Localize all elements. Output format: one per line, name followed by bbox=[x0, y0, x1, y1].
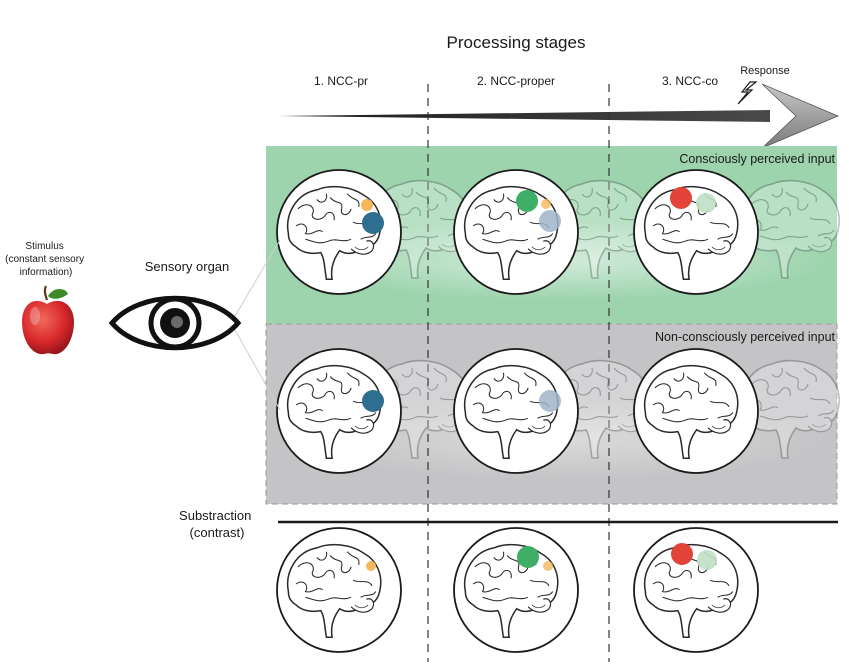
stage-label-ncc-pr: 1. NCC-pr bbox=[314, 74, 368, 88]
light-green-marker bbox=[697, 550, 717, 570]
eye-cone bbox=[234, 239, 281, 411]
eye-icon bbox=[108, 295, 242, 351]
brain-nonconscious-stage3 bbox=[633, 348, 759, 474]
stimulus-label: Stimulus (constant sensory information) bbox=[5, 241, 87, 278]
subtraction-label-line1: Substraction bbox=[179, 508, 251, 523]
apple-icon bbox=[22, 285, 74, 355]
orange-marker bbox=[543, 561, 553, 571]
red-marker bbox=[671, 543, 693, 565]
lightning-icon bbox=[737, 81, 758, 105]
orange-marker bbox=[366, 561, 376, 571]
light-blue-marker bbox=[539, 390, 561, 412]
brain-conscious-stage1 bbox=[276, 169, 402, 295]
stimulus-line2: (constant sensory bbox=[5, 254, 84, 265]
stage-label-ncc-co: 3. NCC-co bbox=[662, 74, 718, 88]
brain-nonconscious-stage2 bbox=[453, 348, 579, 474]
sensory-organ-label: Sensory organ bbox=[145, 259, 230, 274]
brain-nonconscious-stage1 bbox=[276, 348, 402, 474]
subtraction-label: Substraction (contrast) bbox=[179, 508, 255, 540]
green-marker bbox=[516, 190, 538, 212]
orange-marker bbox=[541, 199, 551, 209]
subtraction-label-line2: (contrast) bbox=[190, 525, 245, 540]
light-blue-marker bbox=[539, 210, 561, 232]
processing-arrow bbox=[278, 83, 840, 149]
brain-conscious-stage2 bbox=[453, 169, 579, 295]
blue-marker bbox=[362, 212, 384, 234]
diagram-title: Processing stages bbox=[447, 33, 586, 52]
stimulus-line3: information) bbox=[20, 267, 73, 278]
orange-marker bbox=[361, 199, 373, 211]
red-marker bbox=[670, 187, 692, 209]
brain-subtraction-stage3 bbox=[633, 527, 759, 653]
response-label: Response bbox=[740, 65, 790, 77]
stimulus-line1: Stimulus bbox=[25, 241, 63, 252]
brain-subtraction-stage1 bbox=[276, 527, 402, 653]
nonconscious-label: Non-consciously perceived input bbox=[655, 330, 835, 344]
blue-marker bbox=[362, 390, 384, 412]
light-green-marker bbox=[696, 193, 716, 213]
stage-label-ncc-proper: 2. NCC-proper bbox=[477, 74, 555, 88]
brain-subtraction-stage2 bbox=[453, 527, 579, 653]
conscious-label: Consciously perceived input bbox=[679, 152, 835, 166]
green-marker bbox=[517, 546, 539, 568]
brain-conscious-stage3 bbox=[633, 169, 759, 295]
